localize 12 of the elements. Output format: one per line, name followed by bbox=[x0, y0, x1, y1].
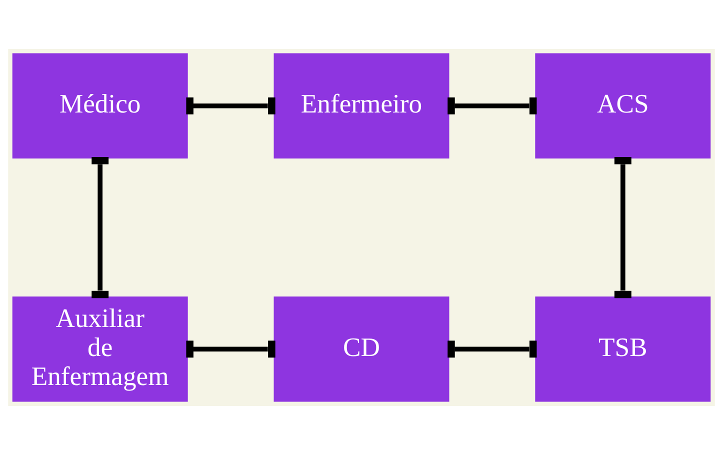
connector bbox=[92, 156, 109, 298]
connector bbox=[186, 340, 276, 358]
node-box: CD bbox=[274, 296, 450, 402]
node-box: Enfermeiro bbox=[274, 53, 450, 159]
node-box: Médico bbox=[12, 53, 188, 159]
connector bbox=[448, 340, 537, 358]
node-box: ACS bbox=[535, 53, 711, 159]
node-box: TSB bbox=[535, 296, 711, 402]
connector bbox=[448, 97, 537, 114]
node-box: Auxiliar de Enfermagem bbox=[12, 296, 188, 402]
connector bbox=[186, 97, 276, 114]
connector bbox=[614, 156, 632, 298]
